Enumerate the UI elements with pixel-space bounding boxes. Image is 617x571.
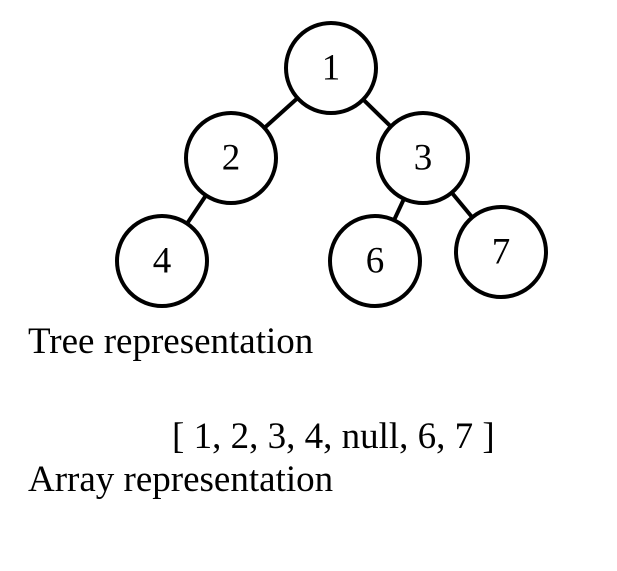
tree-node-circle: [115, 214, 209, 308]
tree-node-circle: [328, 214, 422, 308]
tree-node-circle: [454, 205, 548, 299]
tree-node-circle: [184, 111, 278, 205]
tree-representation-caption: Tree representation: [28, 321, 314, 362]
tree-node-7: 7: [454, 205, 548, 299]
tree-node-circle: [376, 111, 470, 205]
tree-node-circle: [284, 21, 378, 115]
tree-nodes: 1 2 3 4 6 7: [115, 21, 548, 308]
tree-node-label: 3: [414, 138, 433, 179]
tree-node-label: 6: [366, 241, 385, 282]
array-representation-values: [ 1, 2, 3, 4, null, 6, 7 ]: [172, 416, 495, 457]
array-representation-caption: Array representation: [28, 459, 334, 500]
tree-node-label: 4: [153, 241, 172, 282]
tree-node-1: 1: [284, 21, 378, 115]
tree-node-4: 4: [115, 214, 209, 308]
tree-node-2: 2: [184, 111, 278, 205]
tree-node-3: 3: [376, 111, 470, 205]
tree-node-6: 6: [328, 214, 422, 308]
tree-node-label: 2: [222, 138, 241, 179]
tree-node-label: 1: [322, 48, 341, 89]
tree-node-label: 7: [492, 232, 511, 273]
